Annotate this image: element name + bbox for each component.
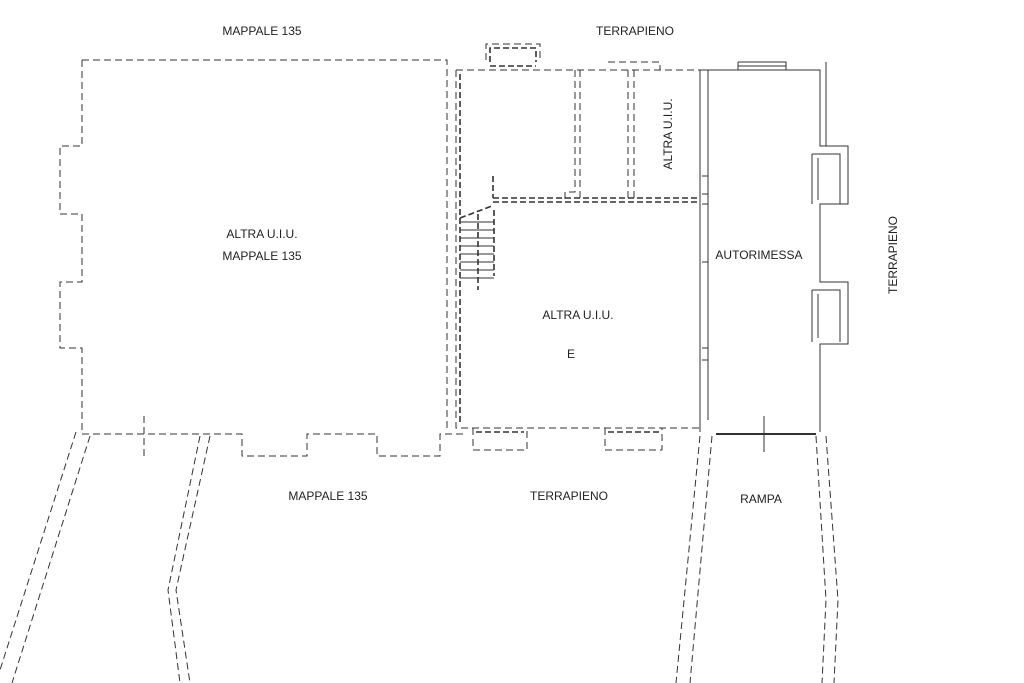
label-altra-uiu-left: ALTRA U.I.U. — [226, 227, 297, 241]
label-altra-uiu-vertical: ALTRA U.I.U. — [661, 98, 675, 169]
label-rampa: RAMPA — [740, 492, 782, 506]
label-autorimessa: AUTORIMESSA — [715, 248, 802, 262]
central-unit-outline — [455, 61, 700, 451]
top-vent-outline — [485, 43, 541, 67]
ramp-lines — [0, 431, 839, 683]
label-terrapieno-bottom: TERRAPIENO — [530, 489, 608, 503]
label-mappale-left: MAPPALE 135 — [222, 249, 301, 263]
garage-walls — [699, 61, 849, 452]
stairs — [459, 176, 495, 290]
label-altra-uiu-center: ALTRA U.I.U. — [542, 308, 613, 322]
left-unit-outline — [59, 59, 466, 458]
label-terrapieno-right: TERRAPIENO — [886, 216, 900, 294]
label-marker: E — [567, 347, 575, 361]
label-mappale-bottom: MAPPALE 135 — [288, 489, 367, 503]
label-mappale-top: MAPPALE 135 — [222, 24, 301, 38]
label-terrapieno-top: TERRAPIENO — [596, 24, 674, 38]
